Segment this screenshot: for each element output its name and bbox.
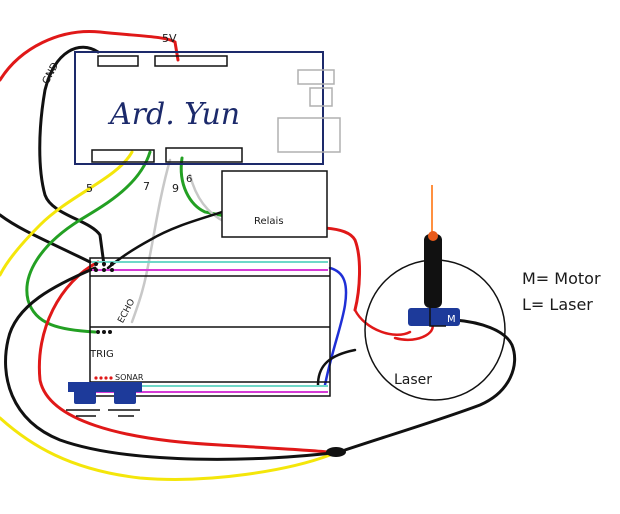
pin-6-label: 6 (186, 174, 192, 185)
motor (408, 308, 460, 326)
arduino-board: Ard. Yun (74, 51, 341, 165)
header-top-right (154, 55, 228, 67)
sonar-body (68, 382, 142, 392)
sonar-transducer-right (114, 390, 136, 404)
green-wire-pin9 (179, 156, 227, 218)
pin-9-label: 9 (172, 182, 179, 195)
sonar-transducer-left (74, 390, 96, 404)
breadboard (89, 257, 331, 397)
black-wire-left-edge (0, 213, 92, 264)
relay-module: Relais (221, 170, 328, 238)
red-wire-5v (0, 29, 180, 82)
relay-box (221, 170, 328, 238)
header-top-left (97, 55, 139, 67)
black-wire-relay (106, 208, 230, 270)
pin-5-label: 5 (86, 182, 93, 195)
ethernet-port (277, 117, 341, 153)
legend-laser: L= Laser (522, 295, 593, 314)
sonar-ground-marks (66, 409, 140, 417)
header-bottom-right (165, 147, 243, 163)
pin-7-label: 7 (143, 180, 150, 193)
board-label: Ard. Yun (107, 97, 240, 132)
relay-label: Relais (254, 216, 284, 227)
pin-5v-label: 5V (162, 32, 177, 45)
motor-tag: M (447, 314, 456, 325)
black-wire-laser (343, 318, 517, 452)
sonar-trig-label: TRIG (89, 349, 114, 360)
legend-motor: M= Motor (522, 269, 601, 288)
black-wire-right (316, 348, 357, 387)
breadboard-dots (94, 262, 114, 334)
sonar-header-pins (94, 376, 113, 380)
sonar-echo-label: ECHO (116, 298, 137, 325)
pin-gnd-label: GND (41, 61, 62, 87)
sonar-sensor (66, 382, 142, 417)
black-wire-bottom-loop (4, 266, 342, 461)
wire-connector (326, 447, 346, 457)
yellow-wire-pin5 (0, 150, 134, 277)
board-outline (74, 51, 324, 165)
gray-wire-relay (188, 173, 227, 224)
motor-bracket (429, 305, 446, 327)
legend: M= Motor L= Laser (522, 269, 601, 314)
laser-area-label: Laser (394, 372, 432, 388)
gray-wire-echo (130, 158, 172, 324)
green-wire-pin7 (25, 150, 152, 334)
yellow-wire-bottom (0, 416, 332, 481)
header-bottom-left (91, 149, 155, 163)
laser-area: M Laser (364, 185, 506, 401)
usb-port-small-2 (309, 87, 333, 107)
laser-tip (428, 231, 438, 241)
laser-module (424, 234, 442, 308)
black-wire-gnd (38, 45, 106, 267)
sonar-name-label: SONAR (115, 373, 144, 382)
usb-port-small (297, 69, 335, 85)
